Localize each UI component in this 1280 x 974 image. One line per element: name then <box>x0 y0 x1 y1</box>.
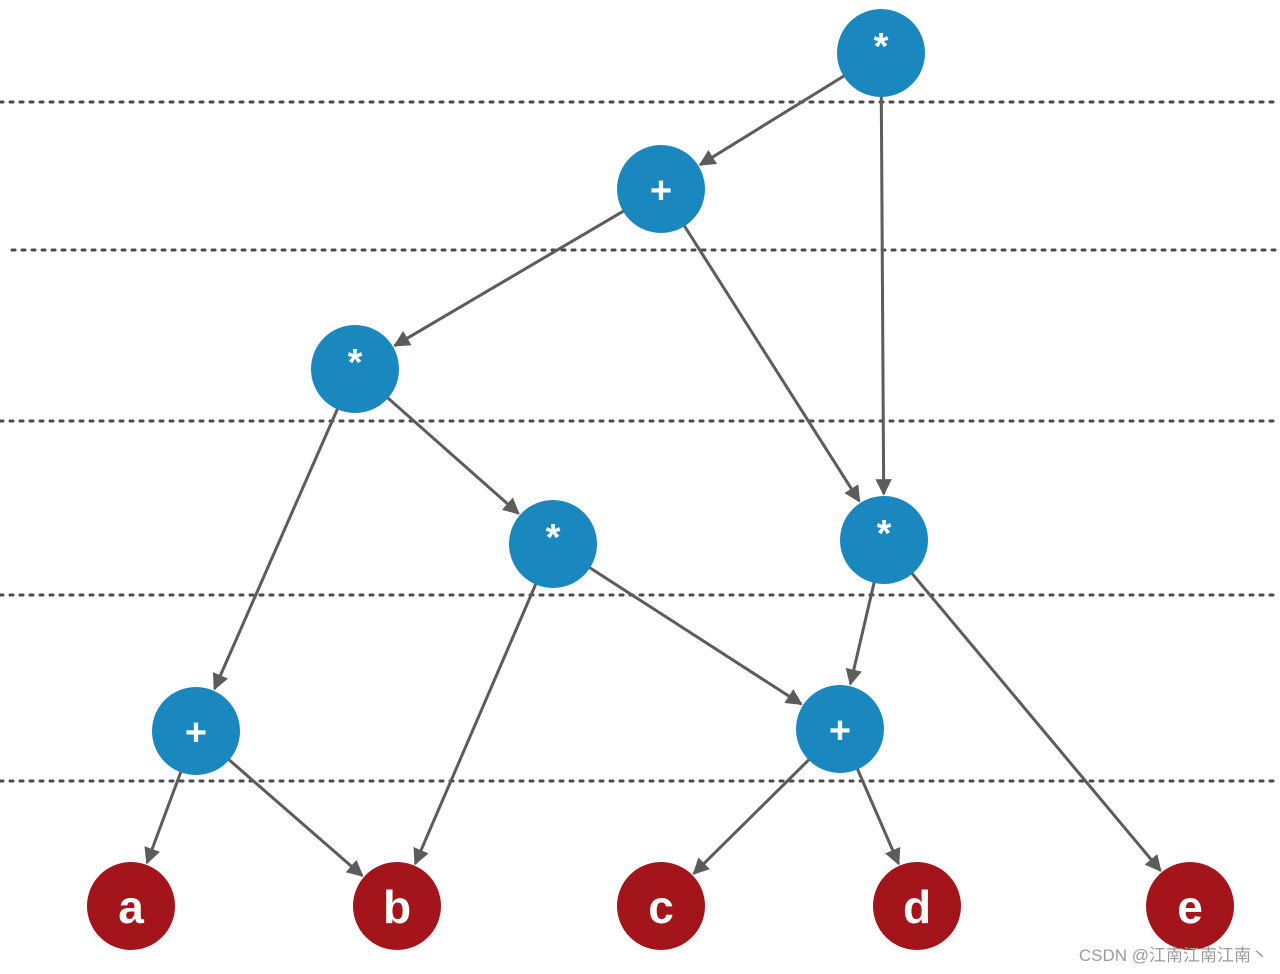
nodes-layer: * + * * * + + a b c d e <box>87 9 1234 950</box>
node-label-n1: * <box>874 26 889 68</box>
leaf-node-e: e <box>1146 862 1234 950</box>
node-label-n6: + <box>185 712 207 754</box>
leaf-node-d: d <box>873 862 961 950</box>
watermark-text: CSDN @江南江南江南丶 <box>1078 946 1268 965</box>
leaf-node-a: a <box>87 862 175 950</box>
edge-n3-to-n4 <box>385 395 520 515</box>
edge-n5-to-n7 <box>845 580 876 686</box>
node-label-n3: * <box>348 342 363 384</box>
node-circle-a <box>87 862 175 950</box>
node-circle-n6 <box>152 687 240 775</box>
node-circle-n3 <box>311 325 399 413</box>
operator-node-n2: + <box>617 145 705 233</box>
edge-n1-to-n5 <box>875 94 892 496</box>
node-label-n2: + <box>650 170 672 212</box>
edges-layer <box>144 73 1162 877</box>
edge-n2-to-n3 <box>393 209 626 347</box>
edge-n3-to-n6 <box>212 406 340 691</box>
edge-n1-to-n2 <box>698 73 847 167</box>
edge-n6-to-a <box>144 769 183 865</box>
node-circle-n2 <box>617 145 705 233</box>
node-circle-d <box>873 862 961 950</box>
edge-n7-to-d <box>855 766 901 866</box>
node-label-n4: * <box>546 517 561 559</box>
level-guide-lines <box>0 100 1280 783</box>
operator-node-n1: * <box>837 9 925 97</box>
edge-n4-to-b <box>413 582 538 866</box>
node-label-n5: * <box>877 513 892 555</box>
node-label-d: d <box>903 881 931 933</box>
operator-node-n5: * <box>840 496 928 584</box>
node-circle-n5 <box>840 496 928 584</box>
operator-node-n6: + <box>152 687 240 775</box>
node-circle-n7 <box>796 685 884 773</box>
operator-node-n3: * <box>311 325 399 413</box>
node-label-e: e <box>1177 881 1203 933</box>
node-label-n7: + <box>829 710 851 752</box>
edge-n2-to-n5 <box>682 223 861 503</box>
node-label-c: c <box>648 881 674 933</box>
node-label-a: a <box>118 881 144 933</box>
operator-node-n7: + <box>796 685 884 773</box>
leaf-node-b: b <box>353 862 441 950</box>
node-circle-n1 <box>837 9 925 97</box>
node-label-b: b <box>383 881 411 933</box>
edge-n5-to-e <box>909 571 1162 872</box>
edge-n6-to-b <box>226 757 364 877</box>
node-circle-e <box>1146 862 1234 950</box>
node-circle-c <box>617 862 705 950</box>
edge-n4-to-n7 <box>587 565 803 706</box>
node-circle-n4 <box>509 500 597 588</box>
operator-node-n4: * <box>509 500 597 588</box>
leaf-node-c: c <box>617 862 705 950</box>
node-circle-b <box>353 862 441 950</box>
edge-n7-to-c <box>692 757 812 875</box>
